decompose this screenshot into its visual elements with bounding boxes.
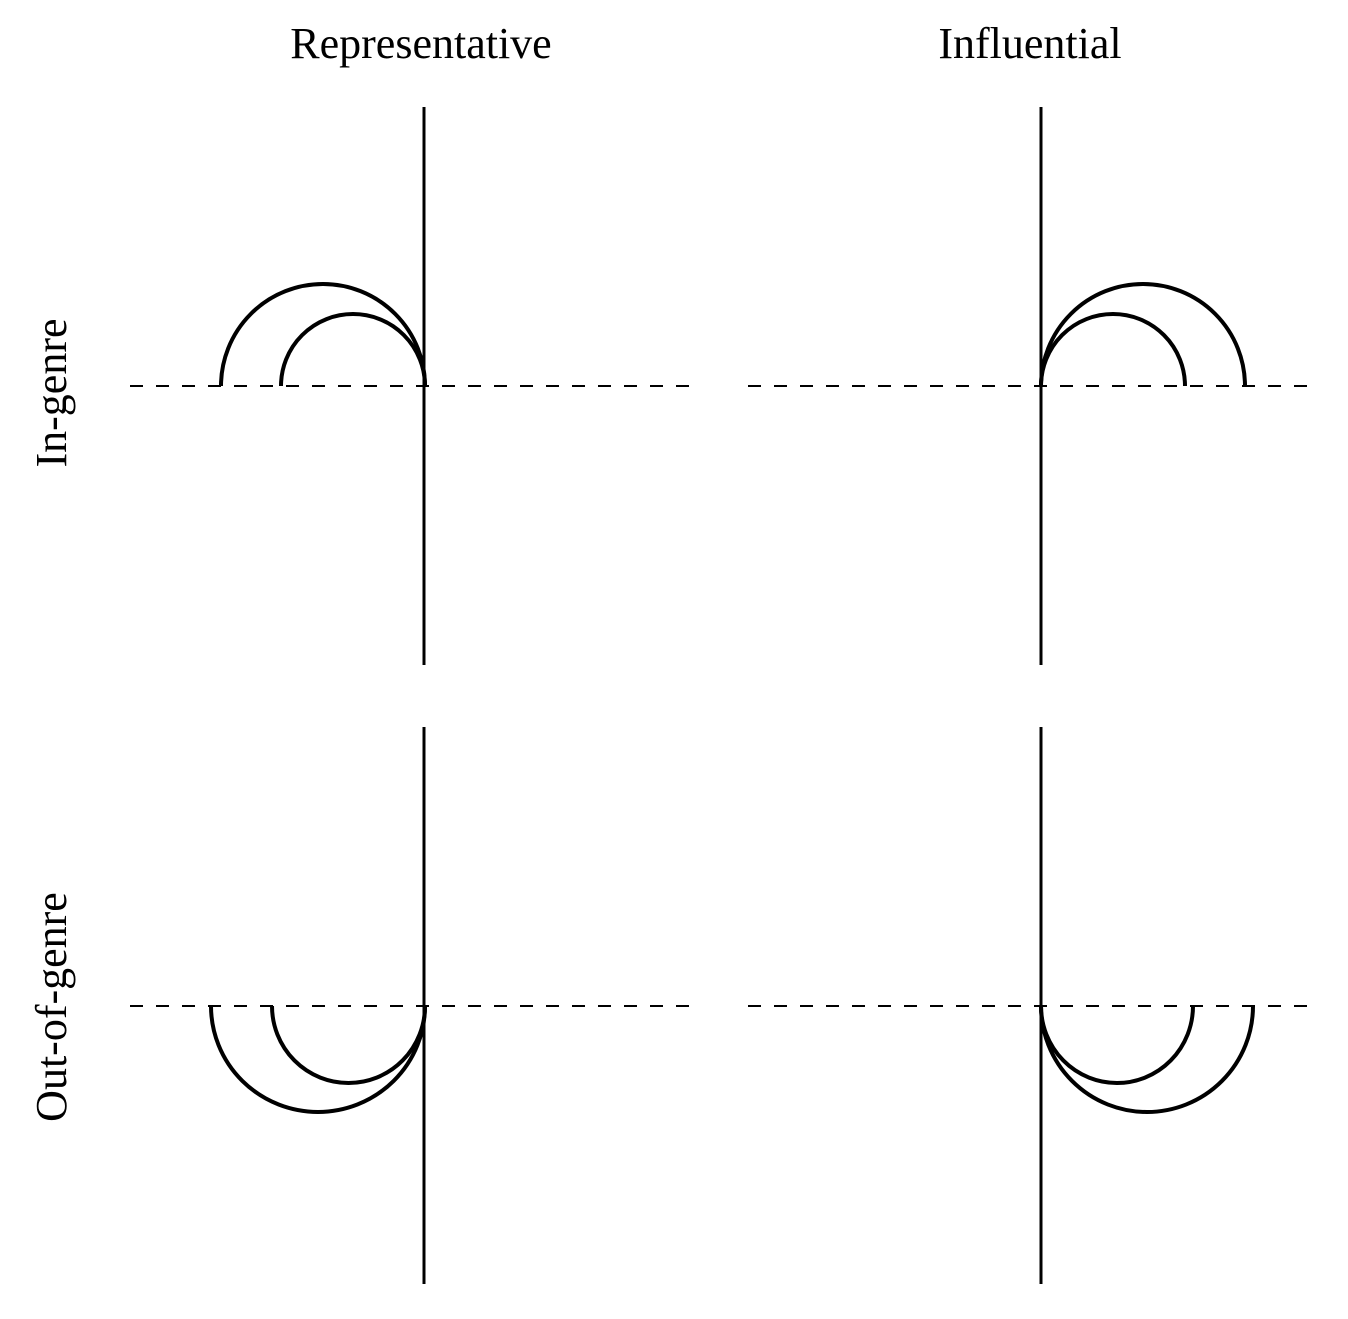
outer-semicircle bbox=[219, 282, 427, 387]
row-label-in-genre: In-genre bbox=[27, 318, 76, 467]
outer-semicircle bbox=[1039, 1005, 1255, 1114]
inner-semicircle bbox=[270, 1005, 427, 1085]
inner-semicircle bbox=[1039, 312, 1187, 387]
panel-out-of-genre-influential bbox=[748, 727, 1312, 1284]
panel-out-of-genre-representative bbox=[130, 727, 694, 1284]
row-label-out-of-genre: Out-of-genre bbox=[27, 892, 76, 1122]
outer-semicircle bbox=[209, 1005, 427, 1114]
panel-in-genre-influential bbox=[748, 107, 1312, 665]
inner-semicircle bbox=[279, 312, 427, 387]
column-label-representative: Representative bbox=[290, 19, 551, 68]
column-label-influential: Influential bbox=[938, 19, 1121, 68]
panel-in-genre-representative bbox=[130, 107, 694, 665]
inner-semicircle bbox=[1039, 1005, 1195, 1085]
outer-semicircle bbox=[1039, 282, 1247, 387]
